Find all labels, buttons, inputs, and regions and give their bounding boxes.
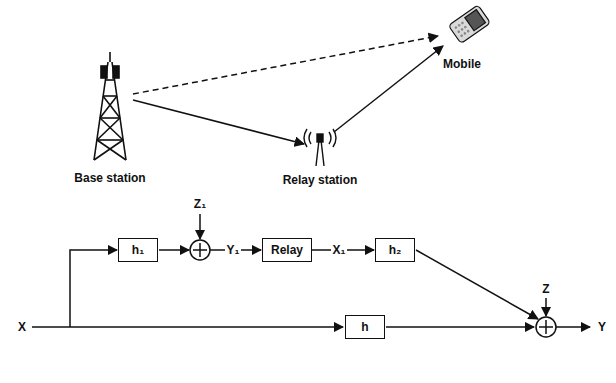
relay-box: Relay (262, 238, 312, 262)
signal-name: Z₁ (192, 197, 208, 211)
device-label: Base station (72, 171, 147, 185)
relay-link (133, 100, 304, 144)
channel-box: h₂ (375, 238, 415, 262)
box-text: Relay (271, 243, 303, 257)
signal-name: X (16, 320, 28, 334)
signal-name: Z (540, 282, 551, 296)
device-label: Mobile (441, 57, 483, 71)
box-text: h₂ (389, 243, 402, 257)
relay-station-antenna (304, 129, 336, 166)
signal-name: X₁ (331, 243, 348, 257)
mobile-phone (448, 5, 490, 44)
box-text: h₁ (132, 243, 144, 257)
signal-name: Y (596, 320, 608, 334)
signal-name: Y₁ (225, 243, 242, 257)
device-label: Relay station (281, 173, 360, 187)
relay-mobile-link (334, 46, 443, 132)
box-text: h (361, 320, 368, 334)
channel-box: h (345, 315, 385, 339)
base-station-tower (94, 52, 126, 160)
channel-box: h₁ (118, 238, 158, 262)
signal-wires (32, 214, 590, 327)
